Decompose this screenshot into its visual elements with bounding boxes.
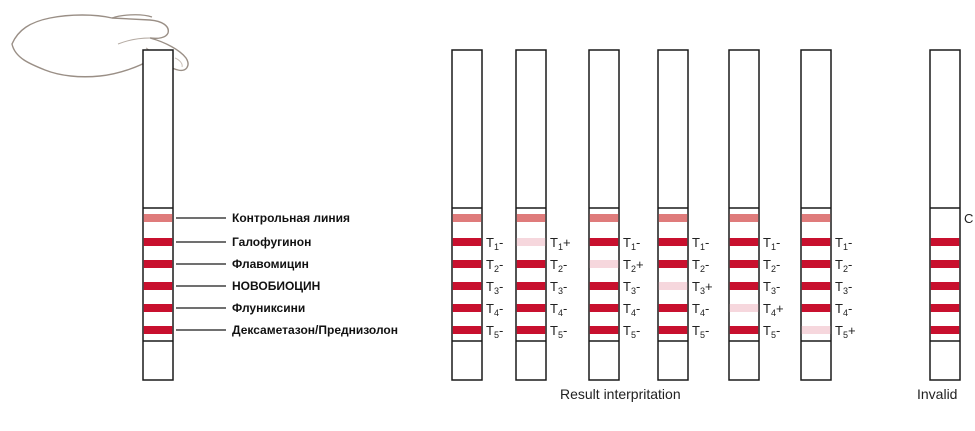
test-line-3 <box>930 282 960 290</box>
test-line-4 <box>143 304 173 312</box>
result-mark: T2- <box>486 257 503 274</box>
result-mark: T5- <box>550 323 567 340</box>
test-line-5 <box>729 326 759 334</box>
test-line-3 <box>729 282 759 290</box>
test-line-4 <box>589 304 619 312</box>
test-line-3 <box>452 282 482 290</box>
result-mark: T4- <box>486 301 503 318</box>
result-mark: T5- <box>763 323 780 340</box>
test-line-5 <box>143 326 173 334</box>
test-line-2 <box>143 260 173 268</box>
result-mark: T5- <box>692 323 709 340</box>
result-strip-6: T1- T2- T3- T4- T5+ <box>800 49 856 381</box>
test-line-1 <box>589 238 619 246</box>
result-mark: T4- <box>692 301 709 318</box>
test-line-3 <box>516 282 546 290</box>
test-line-5 <box>658 326 688 334</box>
line-label-3: НОВОБИОЦИН <box>232 279 320 293</box>
test-line-5 <box>930 326 960 334</box>
invalid-caption: Invalid <box>917 386 958 402</box>
result-mark: T5- <box>486 323 503 340</box>
invalid-strip <box>929 49 961 381</box>
test-line-1 <box>801 238 831 246</box>
test-line-4 <box>801 304 831 312</box>
result-mark: T2- <box>763 257 780 274</box>
control-line <box>658 214 688 222</box>
strip-body <box>929 49 961 381</box>
test-line-4 <box>930 304 960 312</box>
result-mark: T3- <box>835 279 852 296</box>
result-mark: T1- <box>692 235 709 252</box>
test-line-5 <box>452 326 482 334</box>
control-line <box>516 214 546 222</box>
line-label-2: Флавомицин <box>232 257 309 271</box>
control-line <box>589 214 619 222</box>
test-line-1 <box>930 238 960 246</box>
test-line-5 <box>516 326 546 334</box>
result-mark: T4- <box>623 301 640 318</box>
test-line-3 <box>143 282 173 290</box>
result-strip-1: T1- T2- T3- T4- T5- <box>451 49 503 381</box>
result-mark: T5+ <box>835 323 856 340</box>
result-mark: T3- <box>486 279 503 296</box>
test-line-3 <box>801 282 831 290</box>
result-mark: T5- <box>623 323 640 340</box>
test-line-5 <box>801 326 831 334</box>
result-mark: T1- <box>835 235 852 252</box>
result-mark: T1- <box>623 235 640 252</box>
result-caption: Result interpritation <box>560 386 681 402</box>
result-strip-4: T1- T2- T3+ T4- T5- <box>657 49 713 381</box>
line-label-1: Галофугинон <box>232 235 311 249</box>
test-line-2 <box>801 260 831 268</box>
result-mark: T1- <box>486 235 503 252</box>
test-line-1 <box>729 238 759 246</box>
test-line-2 <box>930 260 960 268</box>
control-line <box>452 214 482 222</box>
test-line-4 <box>516 304 546 312</box>
test-line-3 <box>658 282 688 290</box>
test-line-4 <box>452 304 482 312</box>
test-line-2 <box>452 260 482 268</box>
result-mark: T3+ <box>692 279 713 296</box>
result-mark: T2- <box>835 257 852 274</box>
result-strip-5: T1- T2- T3- T4+ T5- <box>728 49 784 381</box>
test-line-2 <box>729 260 759 268</box>
result-mark: T4+ <box>763 301 784 318</box>
test-line-2 <box>589 260 619 268</box>
test-line-4 <box>729 304 759 312</box>
result-mark: T1- <box>763 235 780 252</box>
line-label-5: Дексаметазон/Преднизолон <box>232 323 398 337</box>
test-line-5 <box>589 326 619 334</box>
control-line <box>729 214 759 222</box>
test-line-2 <box>516 260 546 268</box>
result-mark: T1+ <box>550 235 571 252</box>
invalid-control-label: C <box>964 211 973 226</box>
result-mark: T3- <box>763 279 780 296</box>
line-label-4: Флуниксини <box>232 301 305 315</box>
line-label-0: Контрольная линия <box>232 211 350 225</box>
control-line <box>801 214 831 222</box>
test-line-1 <box>452 238 482 246</box>
result-strip-3: T1- T2+ T3- T4- T5- <box>588 49 644 381</box>
result-mark: T3- <box>623 279 640 296</box>
test-line-1 <box>516 238 546 246</box>
control-line <box>143 214 173 222</box>
result-mark: T2- <box>692 257 709 274</box>
result-mark: T4- <box>835 301 852 318</box>
test-line-1 <box>658 238 688 246</box>
result-mark: T4- <box>550 301 567 318</box>
result-mark: T2- <box>550 257 567 274</box>
result-mark: T3- <box>550 279 567 296</box>
test-line-4 <box>658 304 688 312</box>
test-line-1 <box>143 238 173 246</box>
result-strip-2: T1+ T2- T3- T4- T5- <box>515 49 571 381</box>
test-line-3 <box>589 282 619 290</box>
result-mark: T2+ <box>623 257 644 274</box>
reference-strip <box>142 49 174 381</box>
test-line-2 <box>658 260 688 268</box>
